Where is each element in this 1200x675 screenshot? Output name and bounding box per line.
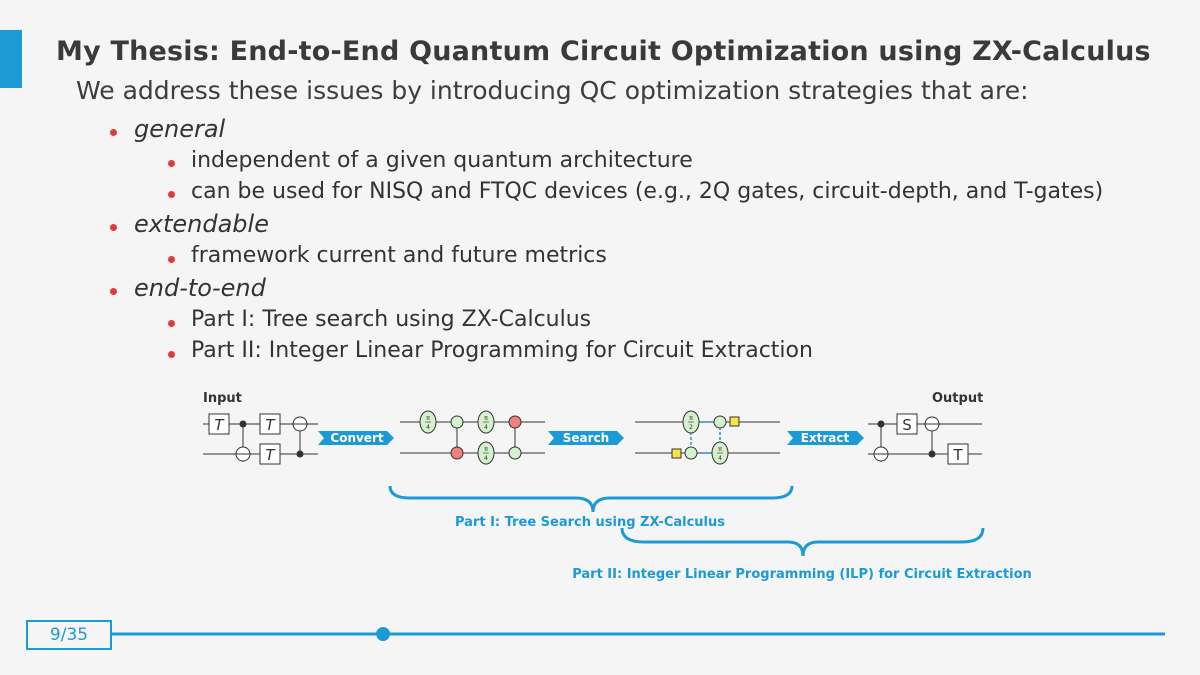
t-gate: T bbox=[265, 416, 276, 434]
part2-brace bbox=[620, 527, 985, 557]
part1-label: Part I: Tree Search using ZX-Calculus bbox=[455, 515, 725, 530]
search-arrow: Search bbox=[548, 431, 624, 445]
slide-title: My Thesis: End-to-End Quantum Circuit Op… bbox=[56, 36, 1151, 67]
zx-diagram-optimized: π 2 bbox=[635, 410, 780, 465]
extract-arrow: Extract bbox=[787, 431, 864, 445]
s-gate: S bbox=[902, 416, 912, 434]
t-gate: T bbox=[214, 416, 225, 434]
output-circuit bbox=[868, 413, 982, 465]
bullet-dot bbox=[110, 288, 117, 295]
bullet-dot bbox=[168, 256, 175, 263]
sub-bullet: framework current and future metrics bbox=[191, 243, 607, 268]
page-number: 9/35 bbox=[26, 620, 112, 650]
bullet-dot bbox=[168, 160, 175, 167]
input-circuit bbox=[203, 413, 318, 465]
bullet-dot bbox=[168, 351, 175, 358]
zx-diagram-initial bbox=[400, 410, 545, 465]
input-label: Input bbox=[203, 391, 242, 406]
svg-text:Convert: Convert bbox=[330, 431, 383, 445]
sub-bullet: can be used for NISQ and FTQC devices (e… bbox=[191, 179, 1104, 204]
svg-text:Search: Search bbox=[563, 431, 609, 445]
t-gate: T bbox=[952, 446, 963, 464]
bullet-general: general bbox=[134, 115, 226, 143]
output-label: Output bbox=[932, 391, 983, 406]
bullet-end-to-end: end-to-end bbox=[134, 274, 266, 302]
sub-bullet: Part I: Tree search using ZX-Calculus bbox=[191, 307, 592, 332]
bullet-dot bbox=[168, 191, 175, 198]
bullet-dot bbox=[168, 320, 175, 327]
part1-brace bbox=[388, 485, 794, 513]
progress-indicator bbox=[376, 627, 391, 641]
bullet-dot bbox=[110, 129, 117, 136]
slide-subtitle: We address these issues by introducing Q… bbox=[76, 76, 1029, 105]
sub-bullet: Part II: Integer Linear Programming for … bbox=[191, 338, 813, 363]
sub-bullet: independent of a given quantum architect… bbox=[191, 148, 693, 173]
convert-arrow: Convert bbox=[318, 431, 394, 445]
t-gate: T bbox=[265, 446, 276, 464]
accent-bar bbox=[0, 30, 22, 88]
bullet-dot bbox=[110, 224, 117, 231]
svg-text:2: 2 bbox=[689, 424, 693, 431]
svg-text:π: π bbox=[689, 415, 693, 422]
svg-text:Extract: Extract bbox=[801, 431, 850, 445]
bullet-extendable: extendable bbox=[134, 210, 269, 238]
part2-label: Part II: Integer Linear Programming (ILP… bbox=[572, 567, 1032, 582]
